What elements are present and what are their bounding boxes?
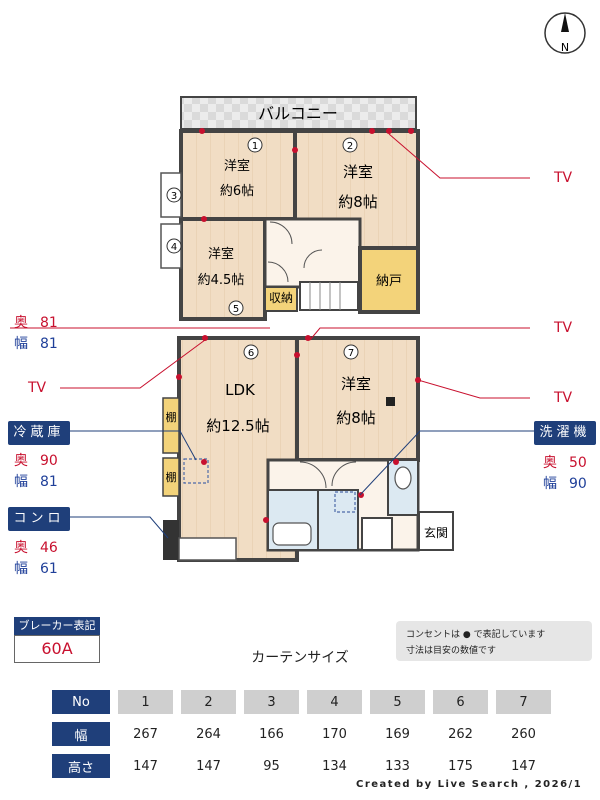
curtain-no: 3 [244,690,299,714]
toilet-fixture [394,466,412,490]
appliance-leader-lines [60,430,535,539]
shelf-1-label: 棚 [166,410,177,424]
window-number-7: 7 [348,348,354,359]
shelf-2 [162,457,180,497]
closet-label: 納戸 [376,274,402,289]
room-4-size: 約4.5帖 [198,273,245,288]
entrance [418,511,454,551]
ldk-size: 約12.5帖 [206,417,269,435]
header-width: 幅 [52,722,110,746]
note-dimensions: 寸法は目安の数値です [406,646,497,656]
washer-tag: 洗濯機 [534,421,596,445]
credit: Created by Live Search , 2026/1 [356,779,583,790]
curtain-width: 267 [133,726,158,742]
breaker-title: ブレーカー表記 [14,617,100,635]
curtain-width: 262 [448,726,473,742]
tv-label: TV [554,390,573,406]
window-number-4: 4 [171,242,177,253]
curtain-no: 1 [118,690,173,714]
stove-tag: コンロ [8,507,70,531]
tv-label: TV [554,320,573,336]
room-2-name: 洋室 [343,163,373,181]
room-1-size: 約6帖 [220,184,254,199]
kitchen-counter [178,537,237,561]
table-row: No 1 2 3 4 5 6 7 [52,690,551,714]
curtain-width: 169 [385,726,410,742]
room-7 [295,336,420,462]
washroom [317,489,359,551]
room-7-name: 洋室 [341,375,371,393]
window-number-3: 3 [171,191,177,202]
room-7-size: 約8帖 [336,409,376,427]
window-number-6: 6 [248,348,254,359]
stairs-lower [361,517,393,551]
shelf-2-label: 棚 [166,470,177,484]
note-outlets: コンセントは ● で表記しています [406,630,546,640]
curtain-height: 95 [263,758,280,774]
balcony [180,96,417,130]
entrance-label: 玄関 [424,525,448,540]
curtain-no: 5 [370,690,425,714]
pillar [386,397,395,406]
washer-space [334,491,356,513]
window-number-2: 2 [347,141,353,152]
bathtub [272,522,312,546]
curtain-no: 4 [307,690,362,714]
curtain-no: 6 [433,690,488,714]
table-row: 幅 267 264 166 170 169 262 260 [52,722,551,746]
header-height: 高さ [52,754,110,778]
table-row: 高さ 147 147 95 134 133 175 147 [52,754,551,778]
curtain-width: 260 [511,726,536,742]
curtain-height: 175 [448,758,473,774]
compass: N [544,12,586,54]
tv-label: TV [28,380,47,396]
curtain-height: 147 [133,758,158,774]
balcony-label: バルコニー [258,104,338,123]
hall-upper [263,217,362,289]
ldk-name: LDK [225,381,256,399]
curtain-height: 147 [196,758,221,774]
room-4-name: 洋室 [208,246,234,262]
curtain-no: 2 [181,690,236,714]
curtain-height: 147 [511,758,536,774]
curtain-title: カーテンサイズ [251,650,349,666]
room-4 [179,217,267,321]
window-number-5: 5 [233,304,239,315]
notes-box: コンセントは ● で表記しています 寸法は目安の数値です [396,621,592,661]
tv-leader-lines [10,133,530,399]
curtain-height: 134 [322,758,347,774]
curtain-width: 170 [322,726,347,742]
curtain-width: 166 [259,726,284,742]
header-no: No [52,690,110,714]
stairs-upper [299,281,359,311]
breaker-value: 60A [14,635,100,663]
stove-counter [163,520,179,560]
curtain-table: No 1 2 3 4 5 6 7 幅 267 264 166 170 169 2… [52,682,551,786]
fridge-tag: 冷蔵庫 [8,421,70,445]
room-2-size: 約8帖 [338,193,378,211]
tv-label: TV [554,170,573,186]
compass-letter: N [561,41,569,54]
closet [358,246,420,314]
curtain-width: 264 [196,726,221,742]
curtain-height: 133 [385,758,410,774]
room-1-name: 洋室 [224,158,250,174]
storage [264,286,298,312]
window-number-1: 1 [252,141,258,152]
storage-label: 収納 [269,291,293,305]
shelf-1 [162,397,180,454]
floor-plan: N バルコニー 洋室 約6帖 洋室 約8帖 洋室 約4.5帖 納戸 収納 LD [10,12,586,562]
curtain-no: 7 [496,690,551,714]
room-1 [179,129,297,221]
